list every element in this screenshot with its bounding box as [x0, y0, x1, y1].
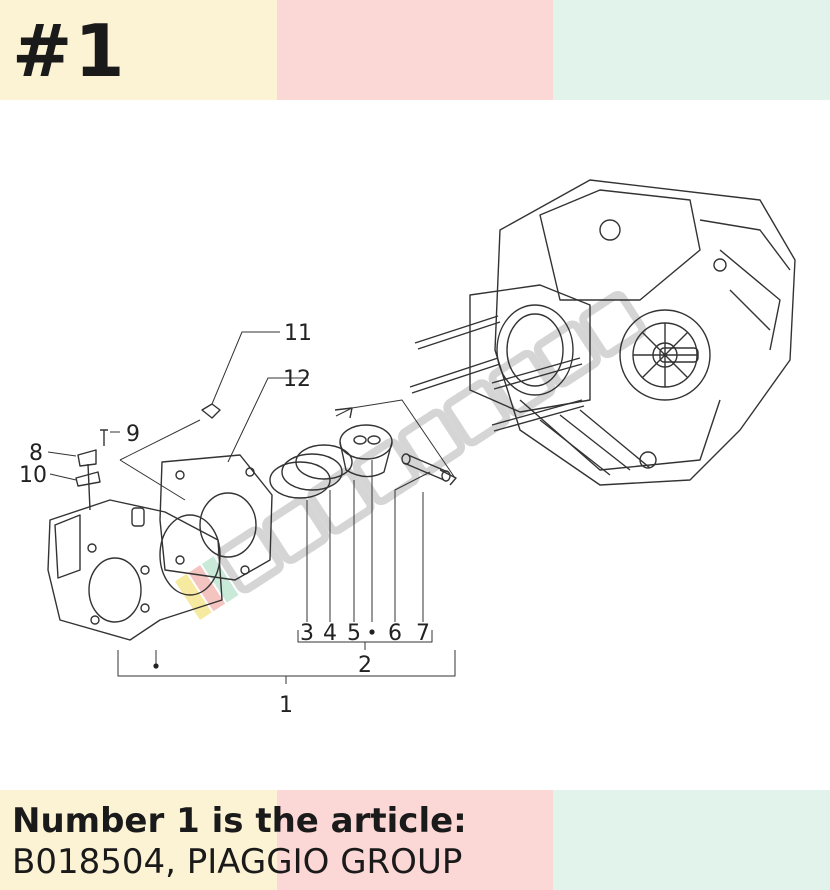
callout-6: 6 [388, 621, 402, 646]
footer-band [0, 790, 830, 890]
article-caption: Number 1 is the article: B018504, PIAGGI… [12, 800, 467, 882]
band-yellow [0, 0, 277, 100]
dot-marker [369, 629, 375, 635]
callout-11: 11 [284, 321, 312, 346]
callout-2: 2 [358, 653, 372, 678]
callout-9: 9 [126, 422, 140, 447]
callout-5: 5 [347, 621, 361, 646]
caption-title: Number 1 is the article: [12, 801, 467, 841]
callout-3: 3 [300, 621, 314, 646]
piston-rings-drawing [269, 444, 353, 499]
small-hardware-drawing [75, 403, 221, 511]
band-pink [276, 790, 554, 890]
callout-1: 1 [279, 693, 293, 718]
caption-article-code: B018504, PIAGGIO GROUP [12, 842, 463, 882]
callout-10: 10 [19, 463, 47, 488]
callout-4: 4 [323, 621, 337, 646]
header-band [0, 0, 830, 100]
callout-12: 12 [283, 367, 311, 392]
band-pink [276, 0, 554, 100]
leader-lines [47, 331, 456, 684]
part-number-heading: #1 [12, 9, 127, 93]
band-yellow [0, 790, 277, 890]
cylinder-gasket-drawing [159, 454, 273, 581]
band-mint [553, 790, 830, 890]
band-mint [553, 0, 830, 100]
exploded-parts-diagram: 1 2 3 4 5 6 7 8 9 10 11 12 [19, 179, 796, 718]
callout-7: 7 [416, 621, 430, 646]
dot-marker [153, 663, 159, 669]
callout-8: 8 [29, 441, 43, 466]
cylinder-block-drawing [47, 499, 223, 641]
piston-drawing [339, 424, 393, 478]
crankcase-drawing [409, 179, 796, 486]
